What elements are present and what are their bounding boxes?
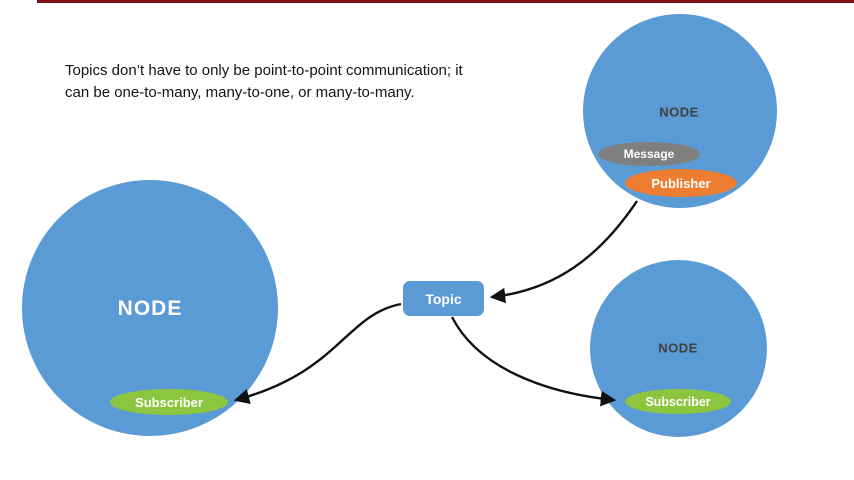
caption-text: Topics don’t have to only be point-to-po… bbox=[65, 60, 505, 104]
left-subscriber-badge: Subscriber bbox=[110, 389, 228, 415]
top-right-node-label: NODE bbox=[659, 104, 699, 120]
message-badge: Message bbox=[598, 142, 700, 166]
publisher-badge: Publisher bbox=[625, 169, 737, 197]
caption-line-2: can be one-to-many, many-to-one, or many… bbox=[65, 84, 415, 101]
left-subscriber-label: Subscriber bbox=[135, 394, 203, 410]
bottom-right-node-label: NODE bbox=[658, 340, 698, 356]
bottom-right-subscriber-label: Subscriber bbox=[645, 394, 711, 409]
bottom-right-subscriber-badge: Subscriber bbox=[625, 389, 731, 414]
arrow-publisher-to-topic bbox=[489, 200, 638, 304]
publisher-label: Publisher bbox=[651, 175, 711, 191]
topic-box: Topic bbox=[403, 281, 484, 316]
left-node-label: NODE bbox=[117, 297, 183, 320]
topic-label: Topic bbox=[425, 290, 462, 307]
top-progress-bar bbox=[37, 0, 854, 3]
message-label: Message bbox=[623, 147, 675, 161]
caption-line-1: Topics don’t have to only be point-to-po… bbox=[65, 62, 463, 79]
